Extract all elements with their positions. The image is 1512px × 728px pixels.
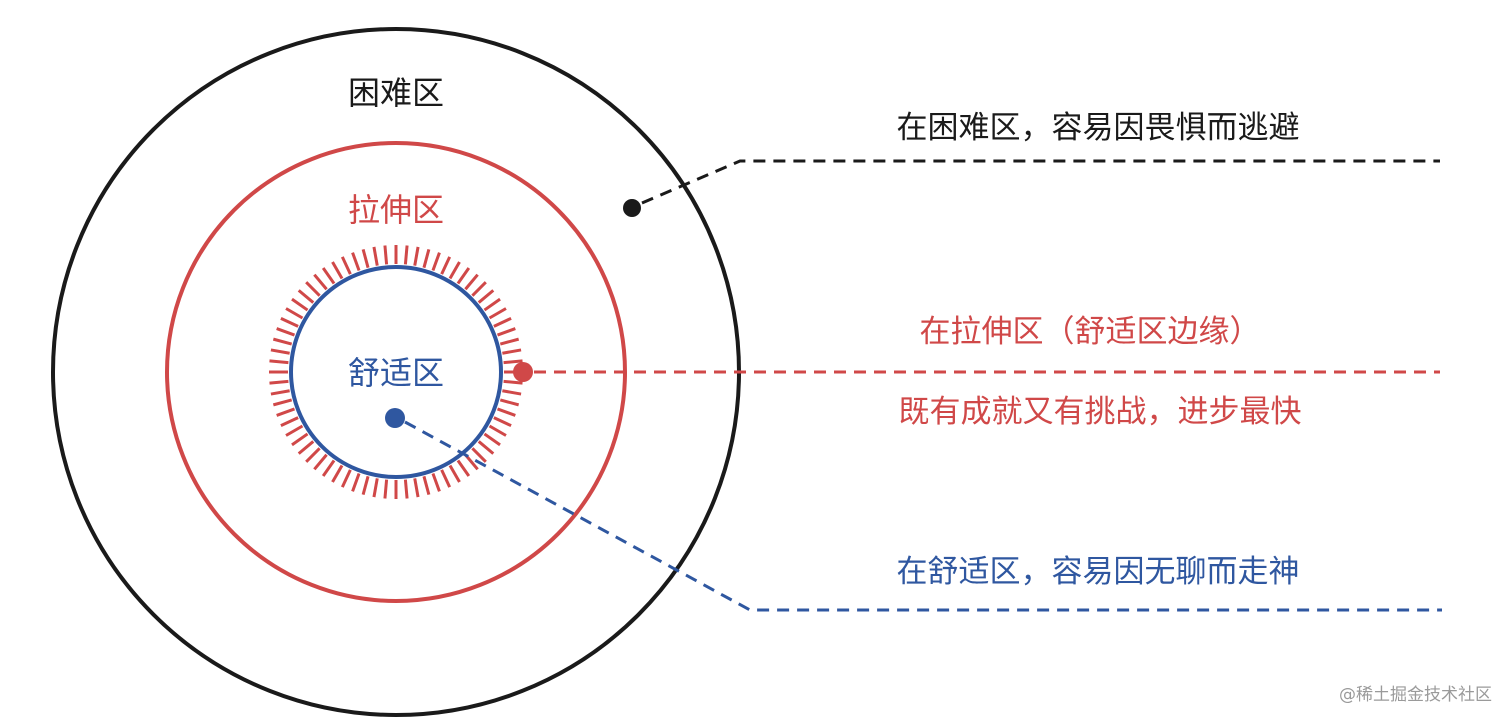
comfort-zone-tick bbox=[483, 432, 501, 447]
comfort-zone-tick bbox=[464, 273, 479, 291]
comfort-zone-tick bbox=[269, 379, 289, 385]
stretch-annotation-line1: 在拉伸区（舒适区边缘） bbox=[920, 314, 1261, 350]
difficult-zone-label: 困难区 bbox=[348, 74, 444, 112]
comfort-zone-tick bbox=[313, 453, 328, 471]
comfort-zone-tick bbox=[499, 337, 520, 346]
comfort-zone-tick bbox=[340, 469, 352, 488]
comfort-zone-tick bbox=[383, 479, 389, 499]
comfort-zone-tick bbox=[280, 416, 299, 428]
comfort-zone-tick bbox=[285, 424, 304, 437]
comfort-zone-tick bbox=[276, 327, 296, 337]
comfort-zone-circle bbox=[289, 265, 503, 479]
comfort-zone-tick bbox=[488, 307, 507, 320]
comfort-zone-tick bbox=[440, 256, 452, 275]
comfort-zone-tick bbox=[502, 389, 522, 396]
comfort-zone-tick bbox=[431, 252, 441, 272]
comfort-zone-tick bbox=[413, 246, 420, 266]
comfort-zone-tick bbox=[413, 478, 420, 498]
comfort-zone-tick bbox=[276, 407, 296, 417]
comfort-zone-tick bbox=[321, 267, 336, 285]
difficult-callout-line bbox=[641, 159, 1440, 205]
comfort-zone-tick bbox=[456, 267, 471, 285]
comfort-zone-tick bbox=[477, 440, 495, 455]
comfort-zone-tick bbox=[272, 398, 293, 407]
comfort-zone-tick bbox=[488, 424, 507, 437]
comfort-zone-tick bbox=[493, 416, 512, 428]
stretch-zone-label: 拉伸区 bbox=[348, 191, 444, 229]
comfort-annotation-text: 在舒适区，容易因无聊而走神 bbox=[897, 554, 1300, 590]
comfort-zone-tick bbox=[269, 359, 289, 365]
comfort-zone-tick bbox=[361, 475, 370, 496]
comfort-marker-dot bbox=[385, 408, 405, 428]
difficult-annotation-text: 在困难区，容易因畏惧而逃避 bbox=[897, 110, 1300, 146]
comfort-zone-label: 舒适区 bbox=[348, 354, 444, 392]
comfort-zone-tick bbox=[448, 261, 461, 280]
comfort-zone-tick bbox=[448, 464, 461, 483]
comfort-zone-tick bbox=[340, 256, 352, 275]
comfort-zone-tick bbox=[313, 273, 328, 291]
comfort-zone-tick bbox=[305, 447, 321, 463]
comfort-zone-tick bbox=[456, 459, 471, 477]
comfort-zone-tick bbox=[321, 459, 336, 477]
comfort-zone-tick bbox=[383, 245, 389, 265]
comfort-zone-tick bbox=[372, 246, 379, 266]
comfort-zone-tick bbox=[496, 407, 516, 417]
comfort-zone-tick bbox=[422, 248, 431, 269]
comfort-zone-tick bbox=[280, 316, 299, 328]
comfort-zone-tick bbox=[361, 248, 370, 269]
comfort-zone-tick bbox=[503, 379, 523, 385]
comfort-zone-tick bbox=[372, 478, 379, 498]
comfort-zone-tick bbox=[477, 289, 495, 304]
comfort-zone-ticks bbox=[269, 245, 523, 499]
stretch-marker-dot bbox=[513, 362, 533, 382]
comfort-zone-tick bbox=[502, 348, 522, 355]
comfort-zone-tick bbox=[493, 316, 512, 328]
comfort-zone-tick bbox=[403, 245, 409, 265]
comfort-zone-tick bbox=[471, 447, 487, 463]
stretch-annotation-line2: 既有成就又有挑战，进步最快 bbox=[899, 394, 1302, 430]
comfort-zone-tick bbox=[351, 472, 361, 492]
comfort-zone-tick bbox=[270, 348, 290, 355]
comfort-zone-tick bbox=[499, 398, 520, 407]
comfort-zone-tick bbox=[297, 440, 315, 455]
comfort-zone-tick bbox=[331, 464, 344, 483]
comfort-zone-tick bbox=[496, 327, 516, 337]
comfort-zone-tick bbox=[471, 281, 487, 297]
comfort-zone-tick bbox=[440, 469, 452, 488]
comfort-zone-tick bbox=[331, 261, 344, 280]
comfort-zone-tick bbox=[422, 475, 431, 496]
watermark-text: @稀土掘金技术社区 bbox=[1339, 685, 1492, 705]
comfort-zone-tick bbox=[291, 432, 309, 447]
comfort-zone-tick bbox=[403, 479, 409, 499]
comfort-zone-tick bbox=[297, 289, 315, 304]
comfort-zone-tick bbox=[351, 252, 361, 272]
comfort-zone-tick bbox=[270, 389, 290, 396]
comfort-zone-tick bbox=[291, 297, 309, 312]
comfort-callout-line bbox=[404, 420, 1442, 612]
comfort-zone-tick bbox=[431, 472, 441, 492]
comfort-zone-tick bbox=[272, 337, 293, 346]
comfort-zone-tick bbox=[285, 307, 304, 320]
comfort-zone-tick bbox=[503, 359, 523, 365]
comfort-zone-tick bbox=[483, 297, 501, 312]
comfort-zone-tick bbox=[305, 281, 321, 297]
difficult-marker-dot bbox=[623, 199, 641, 217]
